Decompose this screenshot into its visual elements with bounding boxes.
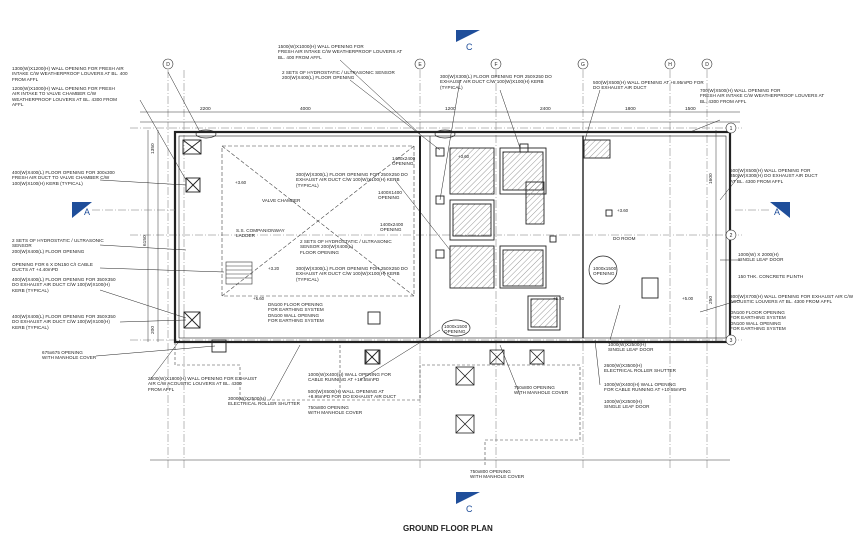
- dim-text: 2400: [540, 106, 551, 112]
- dim-text: 1500: [685, 106, 696, 112]
- grid-label: E: [418, 62, 422, 68]
- section-label-right: A: [774, 207, 780, 217]
- section-label-top: C: [466, 42, 473, 52]
- level-mark: +5.60: [253, 296, 265, 301]
- note-single-door-3: 1000(W)X2500(H) SINGLE LEAF DOOR: [604, 399, 650, 410]
- level-mark: +3.60: [617, 208, 629, 213]
- companionway-ladder: [225, 261, 253, 285]
- grid-label: H: [668, 62, 672, 68]
- level-mark: +3.60: [458, 154, 470, 159]
- note-do-exhaust-1: 500(W)X500(H) WALL OPENING AT +8.95mPD F…: [308, 389, 397, 400]
- note-floor-opening-2: 400(W)X400(L) FLOOR OPENING FOR 350X350 …: [12, 277, 116, 293]
- section-arrow-bottom: [456, 492, 480, 504]
- note-fresh-air-intake-2: 1200(W)X1000(H) WALL OPENING FOR FRESH A…: [12, 86, 117, 108]
- section-label-bottom: C: [466, 504, 473, 514]
- note-exhaust-duct: 500(W)X500(H) WALL OPENING FOR 350(W)X30…: [730, 168, 818, 184]
- dim-text: 200: [150, 326, 156, 334]
- note-floor-opening-4: 300(W)X300(L) FLOOR OPENING FOR 250X250 …: [440, 74, 552, 90]
- dim-text: 1350: [150, 143, 156, 154]
- sheet-title: GROUND FLOOR PLAN: [403, 524, 493, 533]
- note-manhole-3: 750x800 OPENING WITH MANHOLE COVER: [514, 385, 569, 396]
- dim-text: 6150: [142, 235, 148, 246]
- section-markers: [72, 30, 790, 504]
- note-cable-ducts: OPENING FOR 6 X DN150 C/I CABLE DUCTS AT…: [12, 262, 93, 273]
- level-mark: +3.20: [268, 266, 280, 271]
- room-labels: VALVE CHAMBER DO ROOM: [262, 198, 636, 241]
- note-single-door-1: 1000(W) X 2000(H) SINGLE LEAF DOOR: [738, 252, 784, 263]
- section-arrow-right: [770, 202, 790, 218]
- note-fresh-air-intake-3: 1500(W)X1000(H) WALL OPENING FOR FRESH A…: [278, 44, 403, 60]
- note-exhaust-opening: 2600(W)X1800(H) WALL OPENING FOR EXHAUST…: [148, 376, 258, 392]
- note-roller-shutter-2: 2600(W)X3500(H) ELECTRICAL ROLLER SHUTTE…: [604, 363, 677, 374]
- grid-label: D: [166, 62, 170, 68]
- section-arrow-top: [456, 30, 480, 42]
- grid-label: 1: [730, 126, 733, 132]
- note-companionway: S.S. COMPANIONWAY LADDER: [236, 228, 285, 239]
- note-manhole-1: 675x675 OPENING WITH MANHOLE COVER: [42, 350, 97, 361]
- grid-label: F: [494, 62, 497, 68]
- note-floor-opening-1: 400(W)X400(L) FLOOR OPENING FOR 300x300 …: [12, 170, 115, 186]
- level-mark: +5.00: [682, 296, 694, 301]
- dim-text: 1800: [625, 106, 636, 112]
- note-opening-a: 1400x2400 OPENING: [392, 156, 416, 167]
- grid-bubbles: [162, 58, 737, 346]
- note-single-door-2: 1000(W)X2500(H) SINGLE LEAF DOOR: [608, 342, 654, 353]
- note-earthing-2: DN100 FLOOR OPENING FOR EARTHING SYSTEM …: [730, 310, 786, 332]
- note-cable-opening-1: 1000(W)X400(H) WALL OPENING FOR CABLE RU…: [308, 372, 392, 383]
- note-sensor-1: 2 SETS OF HYDROSTATIC / ULTRASONIC SENSO…: [12, 238, 104, 254]
- note-floor-opening-5: 300(W)X300(L) FLOOR OPENING FOR 250X250 …: [296, 172, 408, 188]
- note-plinth: 150 THK. CONCRETE PLINTH: [738, 274, 804, 279]
- do-room-equipment: [435, 139, 659, 331]
- note-cable-opening-2: 1000(W)X400(H) WALL OPENING FOR CABLE RU…: [604, 382, 687, 393]
- note-fresh-air-intake-4: 700(W)X500(H) WALL OPENING FOR FRESH AIR…: [700, 88, 825, 104]
- dim-text: 2200: [200, 106, 211, 112]
- dimension-texts: 2200 4000 1200 2400 1800 1500 6150 1350 …: [142, 106, 714, 334]
- dim-text: 4000: [300, 106, 311, 112]
- note-opening-e: 1000x1500 OPENING: [444, 324, 468, 335]
- note-manhole-4: 750x800 OPENING WITH MANHOLE COVER: [470, 469, 525, 480]
- note-exhaust-louver: 800(W)X700(H) WALL OPENING FOR EXHAUST A…: [730, 294, 854, 305]
- note-fresh-air-intake-1: 1300(W)X1200(H) WALL OPENING FOR FRESH A…: [12, 66, 128, 82]
- dim-text: 1200: [445, 106, 456, 112]
- manhole-covers: [365, 349, 545, 434]
- valve-chamber-void: [221, 145, 415, 297]
- section-arrow-left: [72, 202, 92, 218]
- dim-text: 1600: [708, 173, 714, 184]
- note-floor-opening-6: 300(W)X300(L) FLOOR OPENING FOR 250X250 …: [296, 266, 408, 282]
- note-roller-shutter-1: 3000(W)X2500(H) ELECTRICAL ROLLER SHUTTE…: [228, 396, 301, 407]
- external-trench: [174, 342, 581, 465]
- section-label-left: A: [84, 207, 90, 217]
- note-do-exhaust-2: 500(W)X500(H) WALL OPENING AT +8.95mPD F…: [593, 80, 704, 91]
- note-opening-d: 1000x1500 OPENING: [593, 266, 617, 277]
- level-mark: +3.60: [235, 180, 247, 185]
- valve-chamber-label: VALVE CHAMBER: [262, 198, 301, 203]
- note-opening-c: 1400x2400 OPENING: [380, 222, 404, 233]
- dim-text: 250: [708, 296, 714, 304]
- grid-label: G: [581, 62, 585, 68]
- grid-bubble-labels: D E F G H D 1 2 3: [166, 62, 732, 344]
- circular-openings: [195, 129, 618, 337]
- section-marker-labels: C C A A: [84, 42, 780, 514]
- do-room-label: DO ROOM: [613, 236, 636, 241]
- grid-label: 3: [730, 338, 733, 344]
- grid-label: 2: [730, 233, 733, 239]
- note-opening-b: 1400X1400 OPENING: [378, 190, 402, 201]
- dimension-lines: [140, 111, 740, 461]
- note-sensor-3: 2 SETS OF HYDROSTATIC / ULTRASONIC SENSO…: [300, 239, 392, 255]
- leader-lines: [95, 59, 741, 401]
- note-manhole-2: 750x800 OPENING WITH MANHOLE COVER: [308, 405, 363, 416]
- level-labels: +3.60 +3.20 +5.60 +3.60 +5.60 +3.60 +5.0…: [235, 154, 694, 301]
- note-floor-opening-3: 400(W)X400(L) FLOOR OPENING FOR 350X350 …: [12, 314, 116, 330]
- level-mark: +5.60: [553, 296, 565, 301]
- grid-label: D: [705, 62, 709, 68]
- note-sensor-2: 2 SETS OF HYDROSTATIC / ULTRASONIC SENSO…: [282, 70, 395, 81]
- note-earthing-1: DN100 FLOOR OPENING FOR EARTHING SYSTEM …: [268, 302, 324, 324]
